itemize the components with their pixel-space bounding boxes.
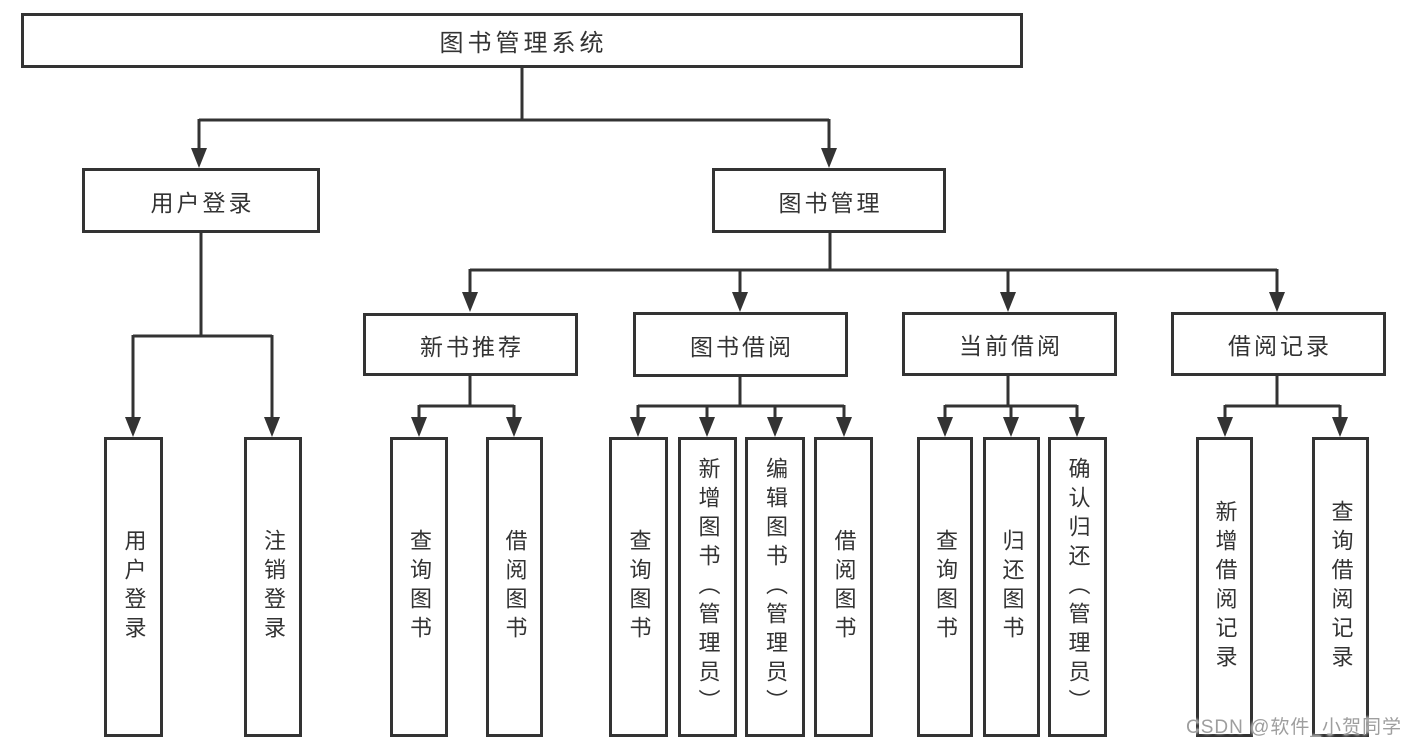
- node-book-management: 图书管理: [712, 168, 946, 233]
- node-book-borrowing: 图书借阅: [633, 312, 848, 377]
- leaf-cb-return-book-label: 归还图书: [999, 529, 1025, 645]
- leaf-br-add-record: 新增借阅记录: [1196, 437, 1253, 737]
- leaf-logout: 注销登录: [244, 437, 302, 737]
- leaf-cb-return-book: 归还图书: [983, 437, 1040, 737]
- leaf-bb-add-book-admin: 新增图书（管理员）: [678, 437, 737, 737]
- leaf-br-add-record-label: 新增借阅记录: [1212, 500, 1238, 674]
- leaf-nb-query-book-label: 查询图书: [407, 529, 432, 645]
- leaf-cb-query-book: 查询图书: [917, 437, 973, 737]
- leaf-bb-edit-book-admin-label: 编辑图书（管理员）: [763, 456, 788, 718]
- leaf-nb-query-book: 查询图书: [390, 437, 448, 737]
- leaf-bb-query-book: 查询图书: [609, 437, 668, 737]
- leaf-nb-borrow-book: 借阅图书: [486, 437, 543, 737]
- leaf-bb-borrow-book-label: 借阅图书: [831, 529, 857, 645]
- leaf-cb-query-book-label: 查询图书: [933, 529, 958, 645]
- leaf-nb-borrow-book-label: 借阅图书: [502, 529, 528, 645]
- leaf-user-login: 用户登录: [104, 437, 163, 737]
- arrowheads: [125, 148, 1348, 437]
- leaf-cb-confirm-return-admin-label: 确认归还（管理员）: [1065, 456, 1091, 718]
- leaf-bb-borrow-book: 借阅图书: [814, 437, 873, 737]
- node-user-login: 用户登录: [82, 168, 320, 233]
- leaf-bb-query-book-label: 查询图书: [626, 529, 652, 645]
- node-library-management-system: 图书管理系统: [21, 13, 1023, 68]
- node-current-borrowing: 当前借阅: [902, 312, 1117, 376]
- leaf-cb-confirm-return-admin: 确认归还（管理员）: [1048, 437, 1107, 737]
- csdn-watermark: CSDN @软件_小贺同学: [1186, 717, 1402, 738]
- leaf-br-query-record-label: 查询借阅记录: [1328, 500, 1354, 674]
- leaf-bb-add-book-admin-label: 新增图书（管理员）: [695, 456, 721, 718]
- leaf-bb-edit-book-admin: 编辑图书（管理员）: [745, 437, 805, 737]
- leaf-br-query-record: 查询借阅记录: [1312, 437, 1369, 737]
- node-new-book-recommend: 新书推荐: [363, 313, 578, 376]
- node-borrowing-records: 借阅记录: [1171, 312, 1386, 376]
- leaf-logout-label: 注销登录: [261, 529, 286, 645]
- leaf-user-login-label: 用户登录: [121, 529, 147, 645]
